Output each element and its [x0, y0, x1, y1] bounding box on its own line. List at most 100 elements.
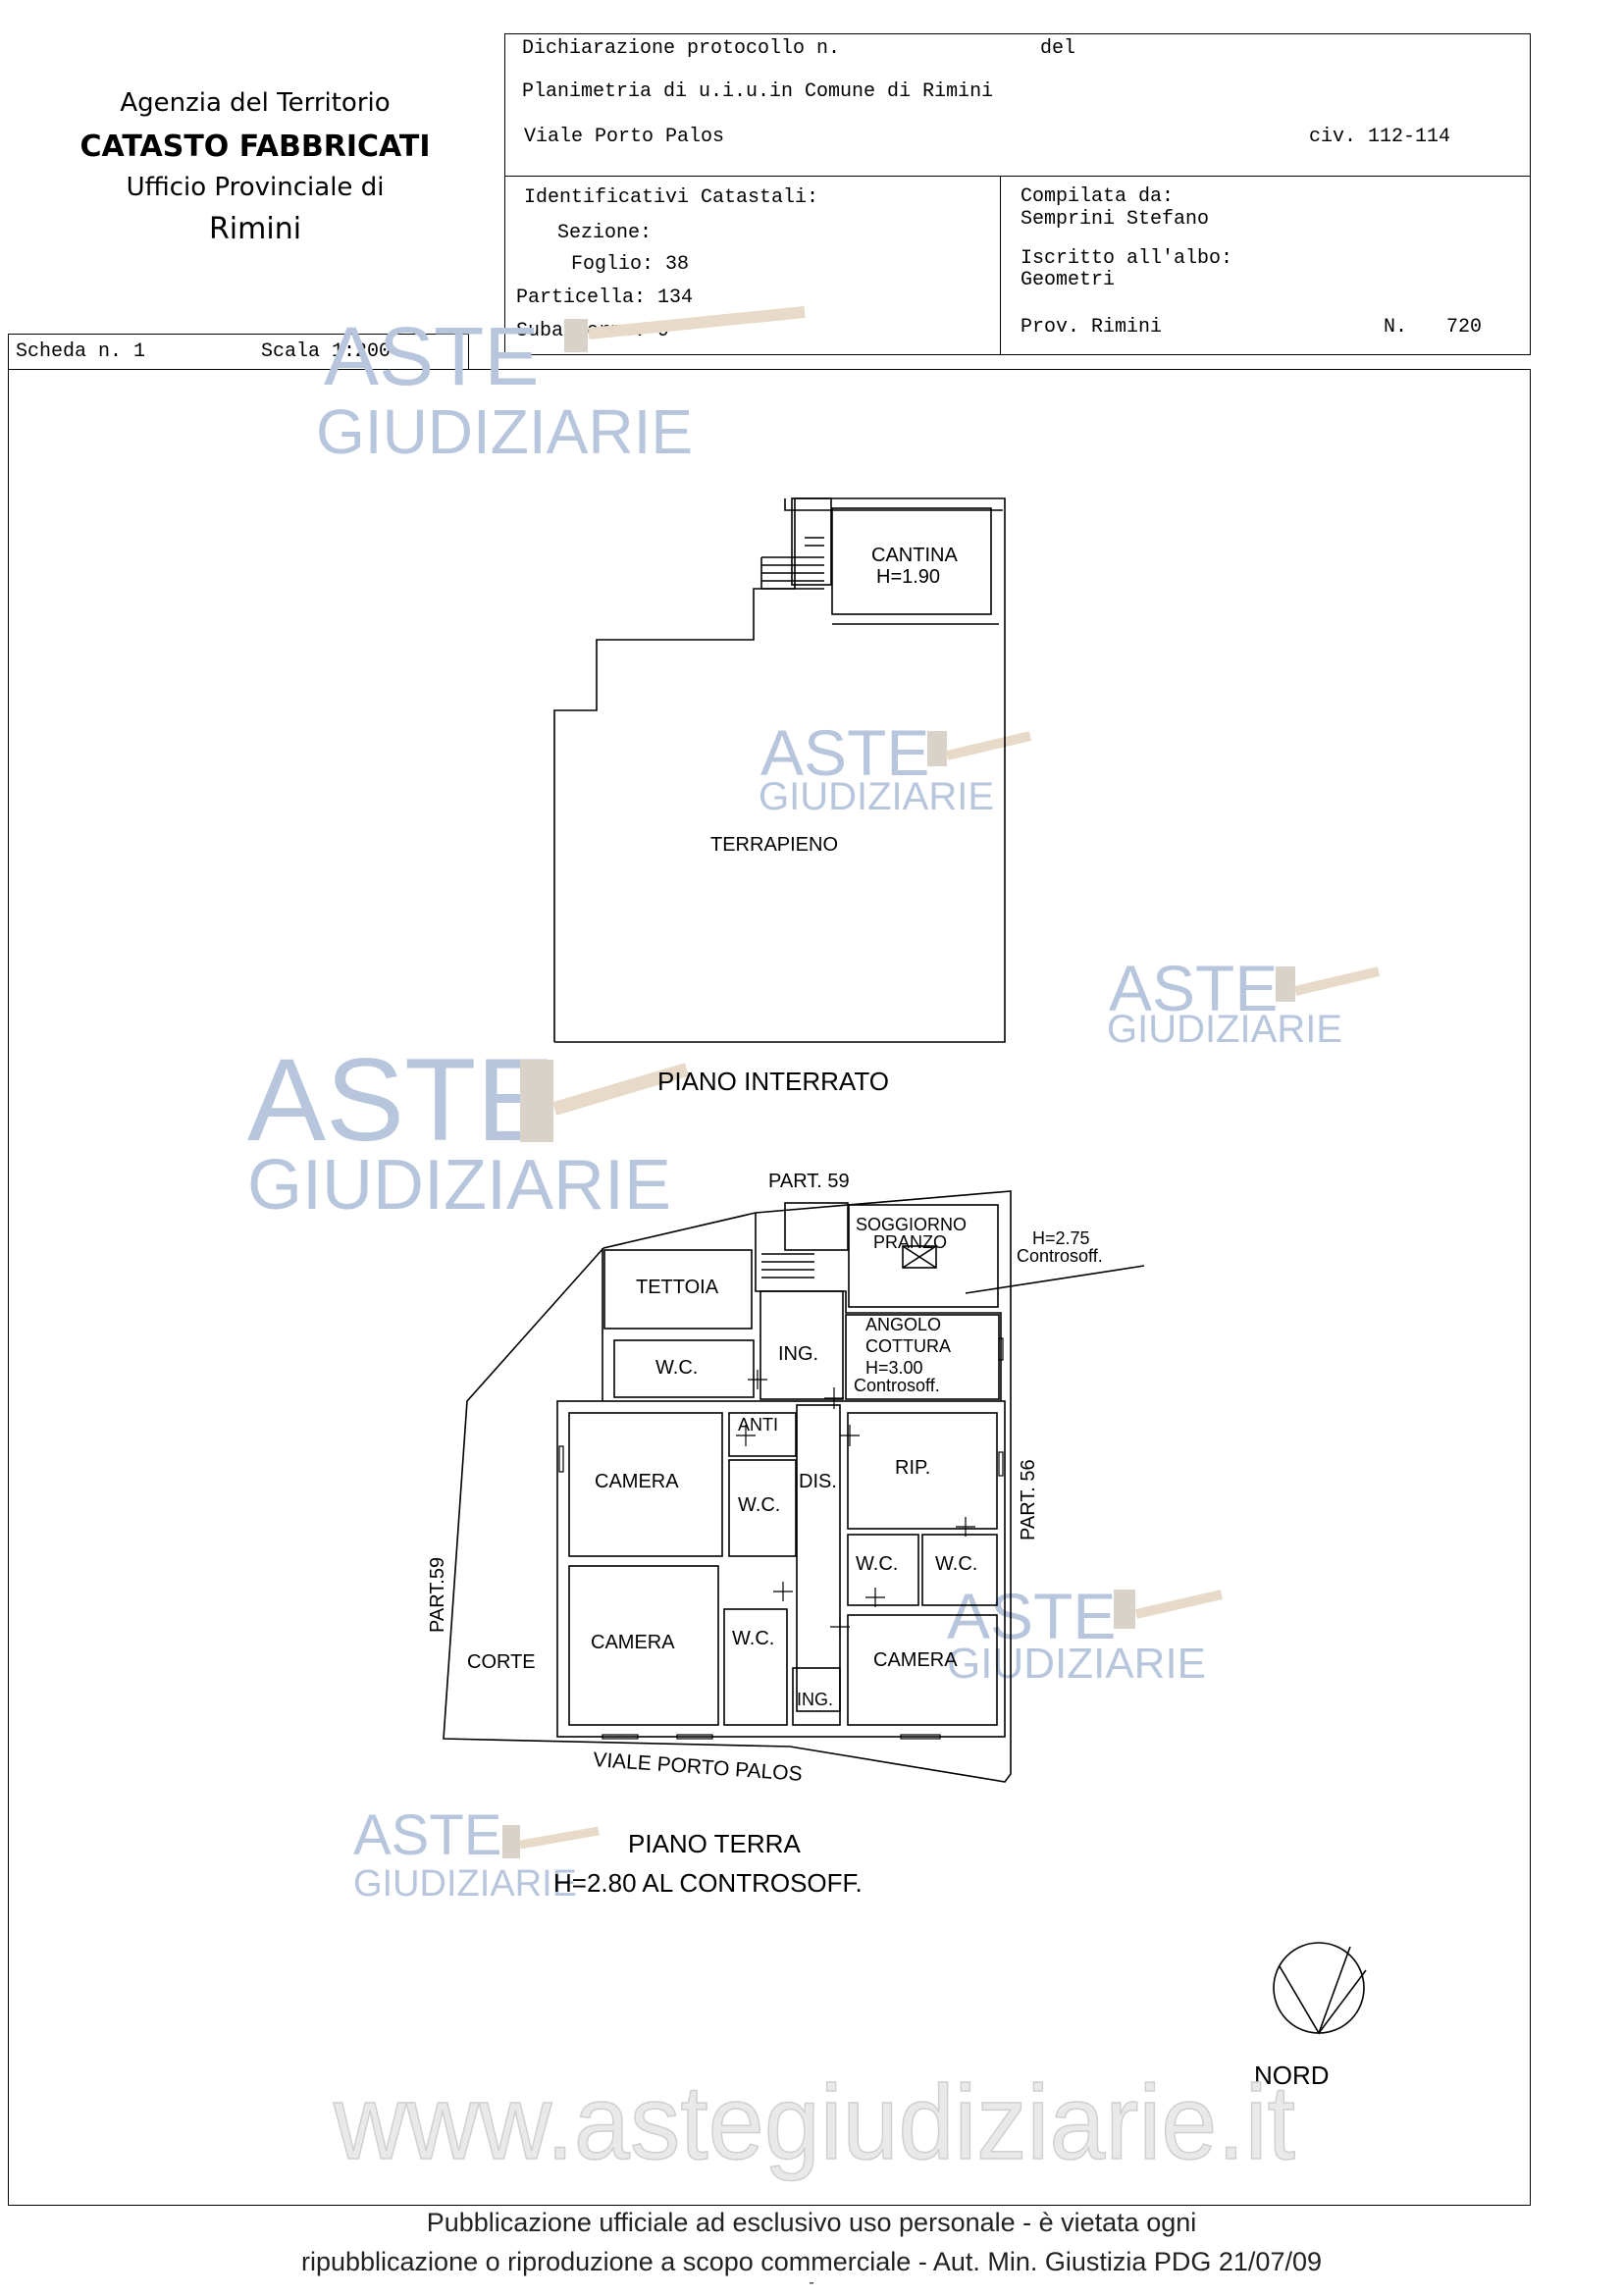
wc-label-5: W.C.	[732, 1628, 774, 1649]
scheda-label: Scheda n. 1	[16, 340, 146, 363]
n-value: 720	[1446, 316, 1483, 339]
footer-line-1: Pubblicazione ufficiale ad esclusivo uso…	[426, 2208, 1197, 2237]
basement-stairs	[760, 537, 824, 590]
watermark-logo-6: ASTE GIUDIZIARIE	[353, 1803, 600, 1905]
basement-labels: CANTINA H=1.90 TERRAPIENO PIANO INTERRAT…	[657, 545, 958, 1096]
wc-room-1	[613, 1339, 755, 1398]
cantina-height: H=1.90	[876, 566, 940, 588]
provincia-name: Rimini	[208, 212, 302, 246]
ground-labels: PART. 59 SOGGIORNO PRANZO H=2.75 Contros…	[427, 1171, 1103, 1898]
cottura-label: COTTURA	[865, 1336, 951, 1356]
street-label: VIALE PORTO PALOS	[593, 1748, 804, 1786]
wc-label-4: W.C.	[935, 1553, 977, 1575]
wc-label-2: W.C.	[738, 1494, 780, 1516]
watermark-logo-1: ASTE GIUDIZIARIE	[316, 306, 806, 467]
anti-room	[728, 1412, 797, 1457]
svg-text:GIUDIZIARIE: GIUDIZIARIE	[759, 775, 994, 818]
site-boundary	[443, 1190, 1012, 1783]
building-lower-block	[556, 1400, 1006, 1738]
ground-plan	[443, 1190, 1145, 1783]
foglio-value: Foglio: 38	[571, 253, 690, 276]
wc-room-3	[847, 1534, 919, 1606]
civ-text: civ. 112-114	[1309, 126, 1451, 148]
wc-label-3: W.C.	[856, 1553, 898, 1575]
address-text: Viale Porto Palos	[524, 126, 725, 148]
part59-top-label: PART. 59	[768, 1171, 850, 1192]
north-arrow-icon	[1273, 1942, 1367, 2035]
ground-title: PIANO TERRA	[628, 1829, 801, 1858]
terrapieno-label: TERRAPIENO	[710, 834, 838, 856]
ufficio-label: Ufficio Provinciale di	[126, 173, 385, 202]
controsoff-label-2: Controsoff.	[854, 1376, 940, 1395]
rip-room	[847, 1412, 998, 1530]
del-label: del	[1040, 37, 1076, 60]
upper-wing-wall	[755, 1213, 1002, 1401]
compilata-label: Compilata da:	[1021, 185, 1175, 208]
scala-label: Scala 1:200	[261, 340, 392, 363]
drawing-frame	[8, 369, 1531, 2206]
watermark-logos: ASTE GIUDIZIARIE ASTE GIUDIZIARIE ASTE G…	[247, 306, 1381, 1905]
stair-shaft	[791, 497, 832, 586]
svg-text:ASTE: ASTE	[353, 1803, 502, 1867]
controsoff-label-1: Controsoff.	[1017, 1246, 1103, 1266]
pranzo-label: PRANZO	[873, 1232, 947, 1252]
tettoia-room	[603, 1249, 753, 1330]
basement-plan	[553, 497, 1006, 1043]
basement-inner-wall	[784, 498, 1003, 511]
ground-stairs	[761, 1253, 814, 1278]
basement-title: PIANO INTERRATO	[657, 1067, 889, 1096]
camera-label-1: CAMERA	[595, 1471, 679, 1492]
particella-value: Particella: 134	[516, 287, 694, 309]
rip-label: RIP.	[895, 1457, 930, 1479]
dis-label: DIS.	[799, 1471, 837, 1492]
part56-label: PART. 56	[1018, 1459, 1039, 1540]
catasto-title: CATASTO FABBRICATI	[79, 130, 431, 164]
agency-name: Agenzia del Territorio	[120, 88, 391, 118]
ing-label-2: ING.	[797, 1690, 833, 1709]
camera-room-3	[847, 1614, 998, 1726]
corte-label: CORTE	[467, 1651, 536, 1673]
svg-text:GIUDIZIARIE: GIUDIZIARIE	[947, 1640, 1206, 1688]
soggiorno-room	[848, 1204, 999, 1308]
wc-room-4	[921, 1534, 998, 1606]
cantina-room	[831, 507, 992, 615]
compilata-box	[1000, 176, 1531, 355]
h300-label: H=3.00	[865, 1358, 923, 1378]
watermark-logo-2: ASTE GIUDIZIARIE	[759, 716, 1032, 818]
stair-block	[784, 1202, 849, 1251]
skylight-marker	[902, 1245, 937, 1269]
cantina-label: CANTINA	[871, 545, 958, 566]
dis-corridor	[796, 1404, 841, 1712]
controsoff-leader	[965, 1265, 1145, 1294]
window-markers	[558, 1337, 1004, 1740]
camera-label-3: CAMERA	[873, 1649, 958, 1671]
n-label: N.	[1384, 316, 1408, 339]
anti-label: ANTI	[738, 1415, 778, 1435]
protocollo-label: Dichiarazione protocollo n.	[522, 37, 841, 60]
compilata-name: Semprini Stefano	[1021, 208, 1210, 231]
watermark-logo-5: ASTE GIUDIZIARIE	[947, 1580, 1224, 1688]
url-watermark: www.astegiudiziarie.it	[333, 2062, 1295, 2181]
prov-text: Prov. Rimini	[1021, 316, 1163, 339]
ing-room-1	[759, 1290, 844, 1400]
door-markers	[736, 1370, 975, 1637]
svg-text:ASTE: ASTE	[947, 1580, 1116, 1652]
camera-room-1	[568, 1412, 723, 1557]
svg-text:ASTE: ASTE	[760, 716, 929, 789]
footer-dash: -	[809, 2274, 814, 2291]
tettoia-label: TETTOIA	[636, 1277, 719, 1298]
wc-room-5	[723, 1608, 788, 1726]
watermark-logo-3: ASTE GIUDIZIARIE	[1107, 952, 1381, 1051]
sezione-label: Sezione:	[557, 222, 653, 244]
camera-label-2: CAMERA	[591, 1632, 675, 1653]
identificativi-label: Identificativi Catastali:	[524, 186, 819, 209]
ground-subtitle: H=2.80 AL CONTROSOFF.	[553, 1868, 863, 1898]
svg-text:GIUDIZIARIE: GIUDIZIARIE	[247, 1146, 671, 1225]
svg-text:ASTE: ASTE	[1109, 952, 1278, 1024]
angolo-label: ANGOLO	[865, 1315, 941, 1334]
north-label: NORD	[1254, 2061, 1330, 2090]
watermark-logo-4: ASTE GIUDIZIARIE	[247, 1034, 689, 1225]
h275-label: H=2.75	[1032, 1228, 1090, 1248]
soggiorno-label: SOGGIORNO	[856, 1215, 967, 1234]
